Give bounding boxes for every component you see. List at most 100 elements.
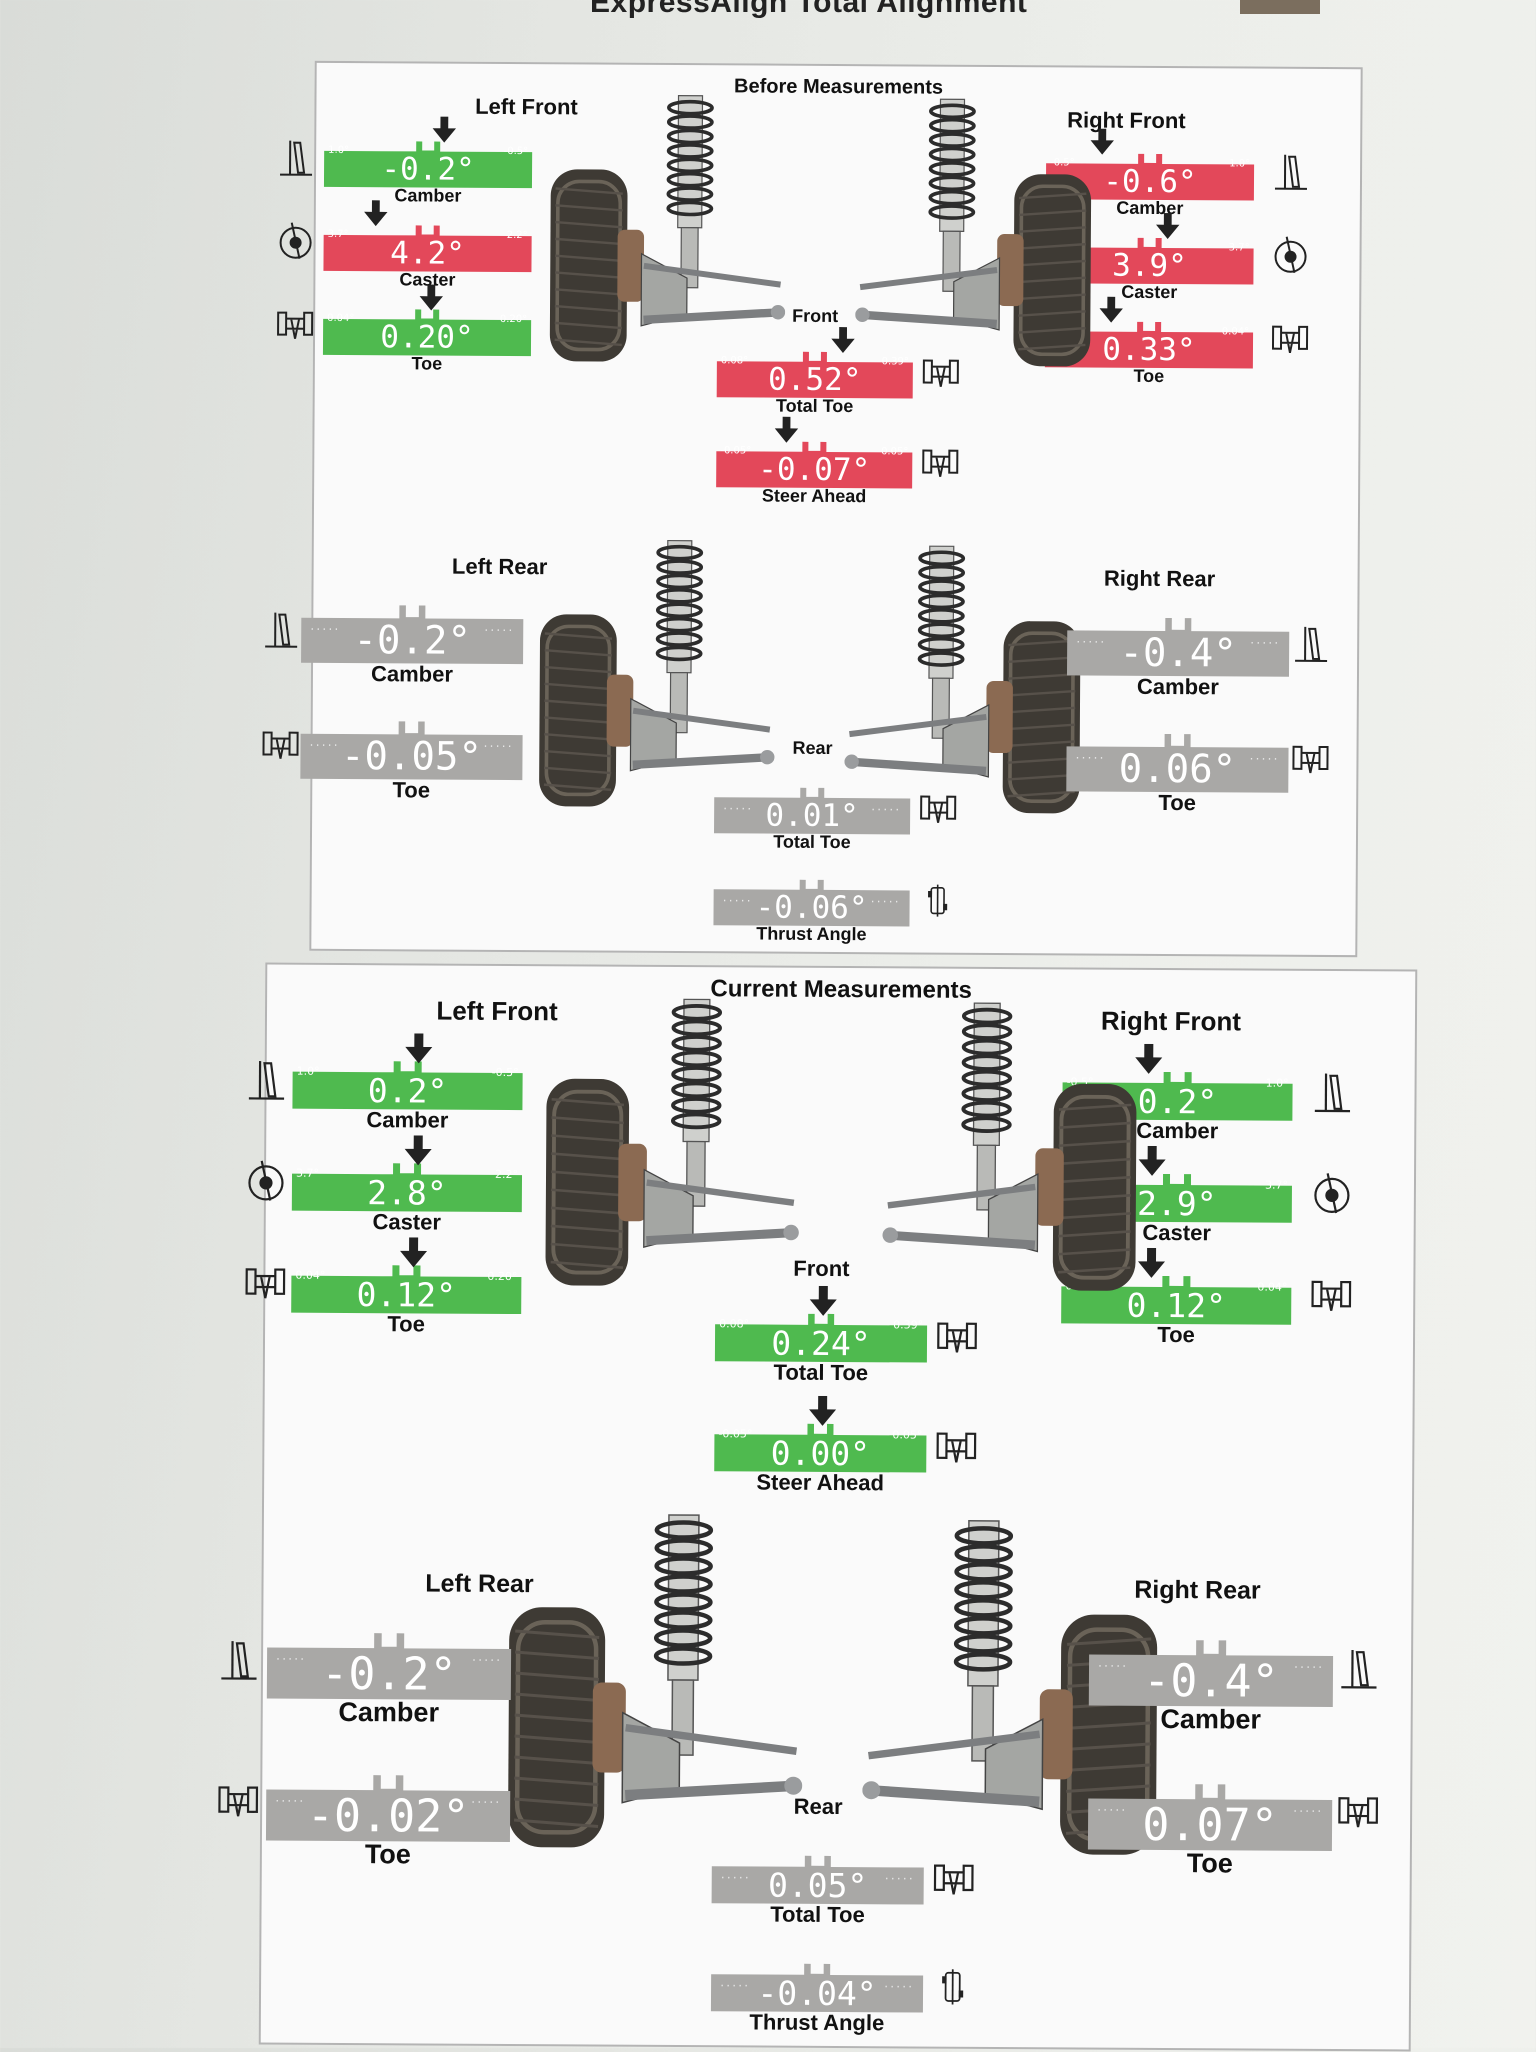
gauge-value: 0.12°: [291, 1276, 521, 1314]
left-front-toe-label: Toe: [387, 1311, 425, 1337]
gauge-value: -0.2°: [324, 151, 532, 188]
total-toe-arrow-icon: [808, 1285, 838, 1315]
gauge-value: -0.05°: [300, 734, 522, 780]
left-rear-toe-icon: [260, 720, 300, 768]
rear-total-toe-icon: [918, 787, 958, 831]
rear-left-suspension-image: [502, 1492, 804, 1874]
right-rear-toe-icon: [1336, 1785, 1380, 1838]
front-left-suspension-image: [519, 988, 821, 1300]
front-total-toe-gauge: 0.08°0.39°0.24°: [715, 1313, 927, 1362]
tire: [508, 1607, 605, 1848]
rear-total-toe-label: Total Toe: [770, 1902, 865, 1929]
front-total-toe-gauge: 0.08°0.39°0.52°: [717, 351, 913, 398]
gauge-value: 0.05°: [712, 1866, 924, 1904]
left-rear-toe-gauge: ..........-0.05°: [300, 721, 522, 780]
left-front-caster-gauge: 3.7°2.2°4.2°: [323, 225, 531, 272]
right-rear-camber-icon: [1291, 619, 1331, 667]
gauge-value: 0.00°: [714, 1434, 926, 1472]
left-front-caster-arrow-icon: [363, 200, 389, 226]
right-front-toe-arrow-icon: [1098, 297, 1124, 323]
left-front-caster-icon: [244, 1156, 288, 1205]
right-front-caster-label: Caster: [1121, 282, 1177, 303]
gauge-value: 4.2°: [323, 235, 531, 272]
gauge-value: -0.4°: [1067, 630, 1289, 676]
left-front-toe-gauge: 0.04°0.20°0.20°: [323, 309, 531, 356]
title-strip: [1240, 0, 1320, 14]
front-total-toe-label: Total Toe: [776, 396, 853, 417]
gauge-value: 0.24°: [715, 1324, 927, 1362]
thrust-angle-icon: [935, 1963, 970, 2012]
front-left-suspension-image: [545, 84, 787, 375]
right-rear-camber-gauge: ..........-0.4°: [1067, 617, 1289, 676]
rear-label: Rear: [794, 1794, 843, 1820]
left-rear-toe-label: Toe: [392, 777, 430, 803]
left-rear-toe-icon: [216, 1774, 260, 1827]
steer-ahead-label: Steer Ahead: [756, 1470, 884, 1497]
gauge-value: 0.07°: [1088, 1799, 1332, 1851]
left-front-caster-label: Caster: [372, 1209, 441, 1235]
right-rear-toe-label: Toe: [1187, 1848, 1233, 1879]
front-label: Front: [793, 1256, 849, 1282]
right-front-toe-icon: [1270, 317, 1310, 361]
left-front-toe-arrow-icon: [398, 1237, 428, 1267]
right-front-caster-icon: [1270, 233, 1310, 277]
left-front-camber-label: Camber: [394, 185, 461, 206]
right-rear-toe-gauge: ..........0.07°: [1088, 1784, 1332, 1851]
right-rear-camber-gauge: ..........-0.4°: [1089, 1640, 1333, 1707]
right-rear-title: Right Rear: [1104, 566, 1215, 593]
left-rear-camber-label: Camber: [338, 1697, 439, 1729]
left-rear-toe-gauge: ..........-0.02°: [266, 1775, 510, 1842]
right-front-caster-arrow-icon: [1155, 213, 1181, 239]
tire: [550, 169, 628, 361]
right-front-toe-label: Toe: [1157, 1322, 1195, 1348]
total-toe-arrow-icon: [830, 327, 856, 353]
right-front-caster-icon: [1310, 1169, 1354, 1218]
tire: [539, 614, 617, 806]
steer-ahead-arrow-icon: [807, 1395, 837, 1425]
left-front-caster-gauge: 3.7°2.2°2.8°: [292, 1163, 522, 1212]
left-front-camber-arrow-icon: [404, 1033, 434, 1063]
left-front-caster-icon: [275, 219, 315, 263]
rear-total-toe-gauge: ..........0.05°: [712, 1855, 924, 1904]
gauge-value: -0.02°: [266, 1790, 510, 1842]
steer-ahead-gauge: -0.05°0.05°0.00°: [714, 1423, 926, 1472]
steer-ahead-gauge: -0.05°0.05°-0.07°: [716, 441, 912, 488]
tire: [1053, 1084, 1137, 1291]
gauge-value: 2.8°: [292, 1174, 522, 1212]
right-front-toe-icon: [1309, 1271, 1353, 1320]
left-front-toe-label: Toe: [411, 353, 442, 374]
steer-ahead-arrow-icon: [773, 417, 799, 443]
right-front-toe-label: Toe: [1133, 366, 1164, 387]
left-front-toe-gauge: 0.04°0.20°0.12°: [291, 1265, 521, 1314]
gauge-value: -0.04°: [711, 1974, 923, 2012]
right-rear-camber-icon: [1337, 1641, 1381, 1694]
left-rear-toe-label: Toe: [365, 1839, 411, 1870]
right-front-camber-icon: [1310, 1067, 1354, 1116]
front-label: Front: [792, 306, 838, 327]
right-rear-title: Right Rear: [1134, 1576, 1261, 1606]
rear-label: Rear: [792, 738, 832, 759]
gauge-value: -0.07°: [716, 451, 912, 488]
gauge-value: 0.01°: [714, 797, 910, 834]
thrust-angle-label: Thrust Angle: [756, 924, 866, 946]
steer-ahead-icon: [920, 441, 960, 485]
left-rear-title: Left Rear: [425, 1569, 534, 1599]
thrust-angle-label: Thrust Angle: [749, 2009, 884, 2036]
front-right-suspension-image: [861, 992, 1163, 1304]
steer-ahead-label: Steer Ahead: [762, 486, 867, 508]
gauge-value: -0.06°: [713, 889, 909, 926]
right-rear-camber-label: Camber: [1137, 674, 1219, 700]
right-rear-camber-label: Camber: [1160, 1704, 1261, 1736]
front-right-suspension-image: [855, 88, 1097, 379]
left-rear-camber-label: Camber: [371, 661, 453, 687]
left-front-caster-arrow-icon: [403, 1135, 433, 1165]
front-total-toe-label: Total Toe: [773, 1360, 868, 1387]
left-rear-camber-icon: [217, 1632, 261, 1685]
rear-total-toe-icon: [932, 1855, 976, 1904]
left-rear-camber-gauge: ..........-0.2°: [301, 605, 523, 664]
left-front-camber-label: Camber: [366, 1107, 448, 1133]
gauge-value: 0.06°: [1066, 746, 1288, 792]
left-front-camber-gauge: 1.0°-0.5°-0.2°: [324, 141, 532, 188]
